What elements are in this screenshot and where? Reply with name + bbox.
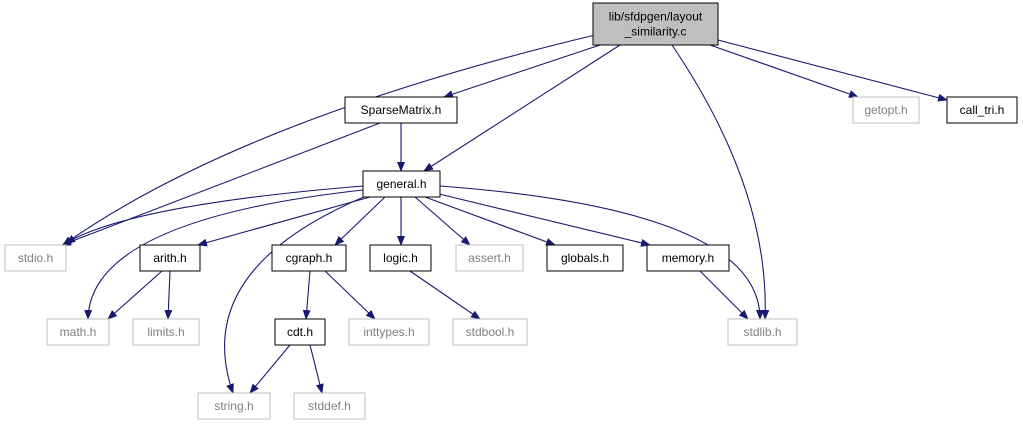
node-globals[interactable]: globals.h (546, 244, 624, 272)
edge-layout_similarity-to-general (423, 44, 621, 172)
edge-general-to-arith (197, 196, 371, 247)
node-stdlib: stdlib.h (727, 318, 798, 346)
node-call_tri-label: call_tri.h (960, 103, 1005, 117)
node-stdbool-box (452, 318, 528, 346)
edge-general-to-memory (434, 192, 651, 247)
edge-general-to-assert (414, 196, 471, 246)
edge-general-to-globals (424, 196, 556, 246)
edge-layout_similarity-to-stdio (62, 34, 596, 246)
node-assert-box (455, 244, 524, 272)
node-logic[interactable]: logic.h (369, 244, 432, 272)
node-layout_similarity-label: _similarity.c (624, 25, 687, 39)
edge-general-to-string (224, 195, 367, 394)
node-stdio-box (4, 244, 67, 272)
edge-cgraph-to-inttypes (324, 270, 376, 320)
node-string: string.h (197, 392, 271, 420)
node-sparsematrix-box (344, 96, 458, 124)
node-layout_similarity-box (592, 2, 719, 46)
node-cgraph[interactable]: cgraph.h (271, 244, 347, 272)
node-getopt: getopt.h (852, 96, 920, 124)
node-getopt-label: getopt.h (864, 103, 907, 117)
node-general[interactable]: general.h (362, 170, 441, 198)
node-string-box (197, 392, 271, 420)
node-memory[interactable]: memory.h (646, 244, 730, 272)
node-string-label: string.h (214, 399, 253, 413)
edge-layout_similarity-to-call_tri (717, 39, 948, 102)
node-cgraph-label: cgraph.h (286, 251, 333, 265)
node-arith-label: arith.h (153, 251, 186, 265)
node-math-label: math.h (60, 325, 97, 339)
edge-cdt-to-string (249, 344, 291, 394)
node-stdio: stdio.h (4, 244, 67, 272)
node-sparsematrix[interactable]: SparseMatrix.h (344, 96, 458, 124)
node-cgraph-box (271, 244, 347, 272)
node-math-box (46, 318, 110, 346)
node-getopt-box (852, 96, 920, 124)
node-assert-label: assert.h (468, 251, 511, 265)
node-memory-box (646, 244, 730, 272)
edge-sparsematrix-to-stdio (61, 122, 381, 246)
node-globals-label: globals.h (561, 251, 609, 265)
node-general-box (362, 170, 441, 198)
edge-general-to-stdlib (439, 185, 764, 320)
dependency-edges (61, 34, 948, 394)
edge-layout_similarity-to-sparsematrix (443, 44, 601, 98)
node-stdio-label: stdio.h (18, 251, 53, 265)
node-logic-box (369, 244, 432, 272)
node-stdbool: stdbool.h (452, 318, 528, 346)
node-logic-label: logic.h (383, 251, 418, 265)
node-math: math.h (46, 318, 110, 346)
node-stdlib-label: stdlib.h (743, 325, 781, 339)
edge-general-to-math (84, 189, 364, 320)
node-call_tri-box (946, 96, 1018, 124)
edge-arith-to-math (107, 270, 163, 320)
edge-memory-to-stdlib (699, 270, 749, 320)
node-stdbool-label: stdbool.h (466, 325, 515, 339)
node-limits-box (132, 318, 200, 346)
node-general-label: general.h (376, 177, 426, 191)
edge-general-to-cgraph (334, 196, 386, 246)
node-inttypes: inttypes.h (348, 318, 430, 346)
node-cdt-label: cdt.h (287, 325, 313, 339)
node-layout_similarity-label: lib/sfdpgen/layout (609, 10, 703, 24)
node-arith[interactable]: arith.h (139, 244, 201, 272)
edge-cgraph-to-cdt (302, 270, 311, 320)
node-globals-box (546, 244, 624, 272)
node-stddef-label: stddef.h (308, 399, 351, 413)
node-inttypes-box (348, 318, 430, 346)
node-limits-label: limits.h (147, 325, 184, 339)
dependency-nodes: lib/sfdpgen/layout_similarity.cSparseMat… (4, 2, 1018, 420)
node-sparsematrix-label: SparseMatrix.h (361, 103, 442, 117)
node-assert: assert.h (455, 244, 524, 272)
node-stddef-box (293, 392, 366, 420)
node-limits: limits.h (132, 318, 200, 346)
edge-layout_similarity-to-stdlib (671, 44, 770, 320)
node-call_tri[interactable]: call_tri.h (946, 96, 1018, 124)
edge-arith-to-limits (164, 270, 173, 320)
node-stddef: stddef.h (293, 392, 366, 420)
edge-logic-to-stdbool (409, 270, 481, 320)
edge-general-to-stdio (65, 185, 364, 244)
node-inttypes-label: inttypes.h (363, 325, 414, 339)
node-cdt-box (274, 318, 326, 346)
node-arith-box (139, 244, 201, 272)
node-memory-label: memory.h (662, 251, 714, 265)
node-cdt[interactable]: cdt.h (274, 318, 326, 346)
node-stdlib-box (727, 318, 798, 346)
edge-layout_similarity-to-getopt (709, 44, 859, 98)
node-layout_similarity[interactable]: lib/sfdpgen/layout_similarity.c (592, 2, 719, 46)
edge-cdt-to-stddef (309, 344, 324, 394)
